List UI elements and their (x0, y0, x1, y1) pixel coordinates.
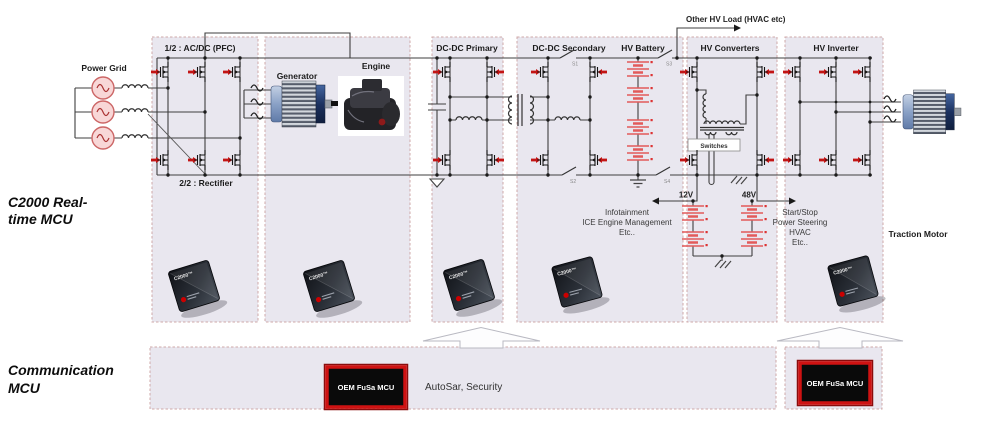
annotation-labels: Other HV Load (HVAC etc) 12V 48V S1 S3 S… (570, 15, 827, 247)
autosar-security-label: AutoSar, Security (425, 382, 502, 393)
flow-arrows (422, 326, 904, 349)
ground-icon (714, 259, 732, 269)
oem-fusa-mcu-label: OEM FuSa MCU (338, 383, 395, 392)
switch-s3-label: S3 (666, 62, 672, 68)
engine-label: Engine (362, 61, 391, 71)
hv-converter-transformer-icon (700, 120, 744, 136)
traction-motor-label: Traction Motor (888, 229, 948, 239)
load-12v-line3: Etc.. (619, 228, 635, 237)
right-arrowhead-icon (789, 197, 796, 205)
oem-fusa-mcu-label: OEM FuSa MCU (807, 379, 864, 388)
communication-mcu-row-label-line2: MCU (8, 380, 41, 396)
circuit-wires (74, 27, 901, 261)
battery-switches (559, 49, 673, 176)
wire-arrowheads (652, 24, 796, 205)
left-arrowhead-icon (652, 197, 659, 205)
generator-image (270, 80, 333, 128)
switches-label: Switches (700, 143, 728, 150)
engine-image (338, 76, 404, 136)
switches-label-box: Switches (687, 138, 741, 152)
ac-source-icons (91, 76, 115, 150)
realtime-mcu-row-label-line2: time MCU (8, 211, 73, 227)
junction-dots (166, 56, 872, 258)
load-48v-line3: HVAC (789, 228, 811, 237)
switch-s1-label: S1 (572, 62, 578, 68)
switch-blade-icon (657, 49, 673, 59)
dcdc-transformer-icon (507, 94, 535, 126)
generator-label: Generator (277, 71, 318, 81)
rectifier-label: 2/2 : Rectifier (179, 178, 233, 188)
realtime-mcu-row-label-line1: C2000 Real- (8, 194, 88, 210)
dcdc-primary-label: DC-DC Primary (436, 43, 498, 53)
switch-blade-icon (561, 166, 577, 176)
row-labels: C2000 Real- time MCU Communication MCU (8, 194, 114, 396)
oem-fusa-mcu-box-left: OEM FuSa MCU (323, 363, 409, 411)
up-arrow-icon (776, 326, 904, 349)
up-arrow-icon (422, 326, 541, 349)
oem-fusa-mcu-box-right: OEM FuSa MCU (796, 359, 874, 407)
inductor-icons (121, 84, 707, 139)
load-48v-line2: Power Steering (773, 218, 828, 227)
switch-s2-label: S2 (570, 179, 576, 185)
switch-blade-icon (559, 49, 575, 59)
power-grid-label: Power Grid (81, 63, 126, 73)
section-labels: Power Grid 1/2 : AC/DC (PFC) 2/2 : Recti… (81, 43, 948, 239)
other-hv-load-label: Other HV Load (HVAC etc) (686, 15, 786, 24)
ground-icons (428, 175, 748, 269)
communication-mcu-row-label-line1: Communication (8, 362, 114, 378)
ground-icon (630, 179, 646, 188)
communication-mcu-bar (149, 346, 777, 410)
acdc-pfc-label: 1/2 : AC/DC (PFC) (165, 43, 236, 53)
dcdc-secondary-label: DC-DC Secondary (532, 43, 605, 53)
hv-converters-section-box (686, 36, 778, 323)
load-12v-line2: ICE Engine Management (582, 218, 672, 227)
rail-12v-label: 12V (679, 191, 694, 200)
ground-icon (730, 175, 748, 185)
load-48v-line4: Etc.. (792, 238, 808, 247)
load-48v-line1: Start/Stop (782, 208, 818, 217)
load-12v-line1: Infotainment (605, 208, 650, 217)
dcdc-secondary-battery-section-box (516, 36, 684, 323)
hv-converters-label: HV Converters (700, 43, 759, 53)
hv-inverter-label: HV Inverter (813, 43, 859, 53)
switch-s4-label: S4 (664, 179, 670, 185)
rail-48v-label: 48V (742, 191, 757, 200)
hv-battery-label: HV Battery (621, 43, 665, 53)
right-arrowhead-icon (734, 24, 741, 32)
traction-motor-image (902, 89, 962, 134)
switch-blade-icon (655, 166, 671, 176)
ground-icon (428, 178, 446, 188)
